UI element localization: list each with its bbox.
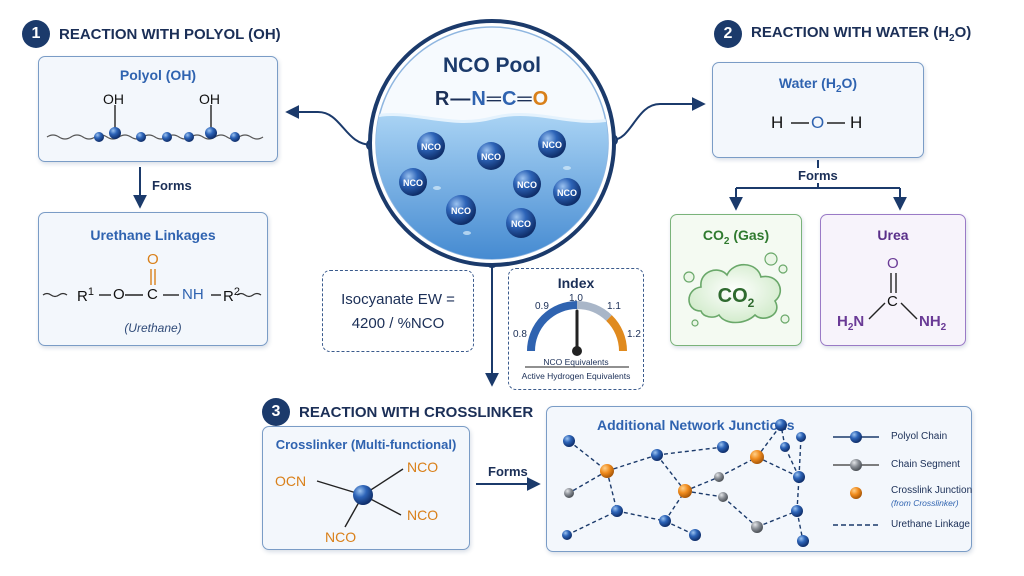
urea-bonds bbox=[868, 273, 918, 320]
crosslinker-nco-3: NCO bbox=[325, 529, 357, 545]
nco-particle-label: NCO bbox=[542, 140, 562, 150]
polyol-oh-label-2: OH bbox=[199, 91, 220, 107]
water-box: Water (H2O) H O H bbox=[712, 62, 924, 158]
nco-particle bbox=[417, 132, 445, 160]
nco-particle-label: NCO bbox=[421, 142, 441, 152]
index-gauge bbox=[525, 301, 629, 368]
polyol-oh-label-1: OH bbox=[103, 91, 124, 107]
water-h1: H bbox=[771, 113, 784, 132]
co2-cloud-icon bbox=[683, 252, 790, 327]
urea-title: Urea bbox=[877, 227, 909, 243]
nco-particle bbox=[538, 130, 566, 158]
index-title: Index bbox=[557, 275, 595, 291]
index-tick: 1.2 bbox=[627, 329, 641, 340]
nco-particle-label: NCO bbox=[451, 206, 471, 216]
co2-cloud-label: CO2 bbox=[717, 285, 755, 310]
nco-particle-label: NCO bbox=[481, 152, 501, 162]
index-denominator: Active Hydrogen Equivalents bbox=[521, 371, 631, 381]
nco-particle-label: NCO bbox=[511, 219, 531, 229]
ew-line2: 4200 / %NCO bbox=[351, 315, 445, 332]
nco-particle-label: NCO bbox=[517, 180, 537, 190]
legend-chain-segment: Chain Segment bbox=[891, 459, 960, 470]
urea-h2n: H2N bbox=[837, 313, 865, 333]
polyol-chain-diagram bbox=[46, 105, 264, 142]
urethane-o: O bbox=[113, 286, 125, 303]
network-title: Additional Network Junctions bbox=[597, 417, 795, 433]
nco-particle-label: NCO bbox=[557, 188, 577, 198]
crosslinker-box: Crosslinker (Multi-functional) OCN NCO N… bbox=[262, 426, 470, 550]
urethane-caption: (Urethane) bbox=[124, 321, 182, 335]
legend-crosslink-junction-icon bbox=[850, 487, 862, 499]
nco-particle-label: NCO bbox=[403, 178, 423, 188]
pool-formula: R—N═C═O bbox=[434, 88, 550, 110]
urethane-r1: R1 bbox=[77, 286, 94, 305]
crosslinker-title: Crosslinker (Multi-functional) bbox=[275, 437, 457, 452]
nco-particle bbox=[477, 142, 505, 170]
water-h2: H bbox=[850, 113, 863, 132]
section2-header: 2 REACTION WITH WATER (H2O) bbox=[714, 20, 971, 48]
urea-box: Urea O C H2N NH2 bbox=[820, 214, 966, 346]
legend-polyol-chain-icon bbox=[850, 431, 862, 443]
section3-title: REACTION WITH CROSSLINKER bbox=[299, 403, 534, 421]
arrow-pool-to-polyol bbox=[285, 105, 373, 146]
urethane-box: Urethane Linkages R1 O C O NH R2 (Uretha… bbox=[38, 212, 268, 346]
urea-c: C bbox=[887, 293, 898, 310]
pool-title: NCO Pool bbox=[443, 54, 541, 77]
arrow-pool-to-water bbox=[611, 97, 706, 141]
section3-number: 3 bbox=[262, 398, 290, 426]
section2-forms-label: Forms bbox=[795, 168, 841, 183]
index-box: Index 0.8 0.9 1.0 1.1 1.2 NCO Equivalent… bbox=[508, 268, 644, 390]
nco-particle bbox=[446, 195, 476, 225]
urea-o: O bbox=[887, 255, 899, 272]
section1-header: 1 REACTION WITH POLYOL (OH) bbox=[22, 20, 281, 48]
index-tick: 0.8 bbox=[513, 329, 527, 340]
index-tick: 1.0 bbox=[569, 293, 583, 304]
nco-particle bbox=[553, 178, 581, 206]
nco-pool: NCO NCO NCO NCO NCO NCO NCO NCO bbox=[368, 19, 616, 267]
legend-crosslink-junction: Crosslink Junction bbox=[891, 485, 973, 496]
legend-polyol-chain: Polyol Chain bbox=[891, 431, 948, 442]
co2-title: CO2 (Gas) bbox=[702, 227, 770, 247]
urea-nh2: NH2 bbox=[919, 313, 947, 333]
urethane-title: Urethane Linkages bbox=[90, 227, 216, 243]
network-diagram bbox=[562, 419, 879, 547]
index-tick: 1.1 bbox=[607, 301, 621, 312]
crosslinker-nco-1: NCO bbox=[407, 459, 439, 475]
water-o: O bbox=[811, 113, 825, 132]
polyol-box: Polyol (OH) OH OH bbox=[38, 56, 278, 162]
section2-number: 2 bbox=[714, 20, 742, 48]
urethane-carbonyl-o: O bbox=[147, 251, 159, 268]
legend-chain-segment-icon bbox=[850, 459, 862, 471]
nco-particle bbox=[506, 208, 536, 238]
crosslinker-molecule bbox=[316, 468, 404, 528]
urethane-bonds bbox=[42, 269, 262, 298]
co2-box: CO2 (Gas) CO2 bbox=[670, 214, 802, 346]
index-tick: 0.9 bbox=[535, 301, 549, 312]
section2-title: REACTION WITH WATER (H2O) bbox=[751, 24, 972, 44]
crosslinker-nco-2: NCO bbox=[407, 507, 439, 523]
urethane-nh: NH bbox=[182, 286, 204, 303]
section1-title: REACTION WITH POLYOL (OH) bbox=[59, 25, 281, 43]
section1-forms-label: Forms bbox=[152, 178, 192, 193]
section3-forms-label: Forms bbox=[488, 464, 528, 479]
isocyanate-ew-box: Isocyanate EW = 4200 / %NCO bbox=[322, 270, 474, 352]
legend-urethane-linkage: Urethane Linkage bbox=[891, 519, 970, 530]
section3-header: 3 REACTION WITH CROSSLINKER bbox=[262, 398, 533, 426]
water-title: Water (H2O) bbox=[778, 75, 858, 95]
nco-particle bbox=[513, 170, 541, 198]
urethane-c: C bbox=[147, 286, 158, 303]
legend-crosslink-sub: (from Crosslinker) bbox=[891, 498, 959, 508]
index-numerator: NCO Equivalents bbox=[543, 357, 609, 367]
section1-number: 1 bbox=[22, 20, 50, 48]
polyol-title: Polyol (OH) bbox=[119, 67, 197, 83]
urethane-r2: R2 bbox=[223, 286, 240, 305]
ew-line1: Isocyanate EW = bbox=[341, 291, 455, 308]
network-box: Additional Network Junctions bbox=[546, 406, 972, 552]
nco-particle bbox=[399, 168, 427, 196]
crosslinker-ocn: OCN bbox=[275, 473, 307, 489]
